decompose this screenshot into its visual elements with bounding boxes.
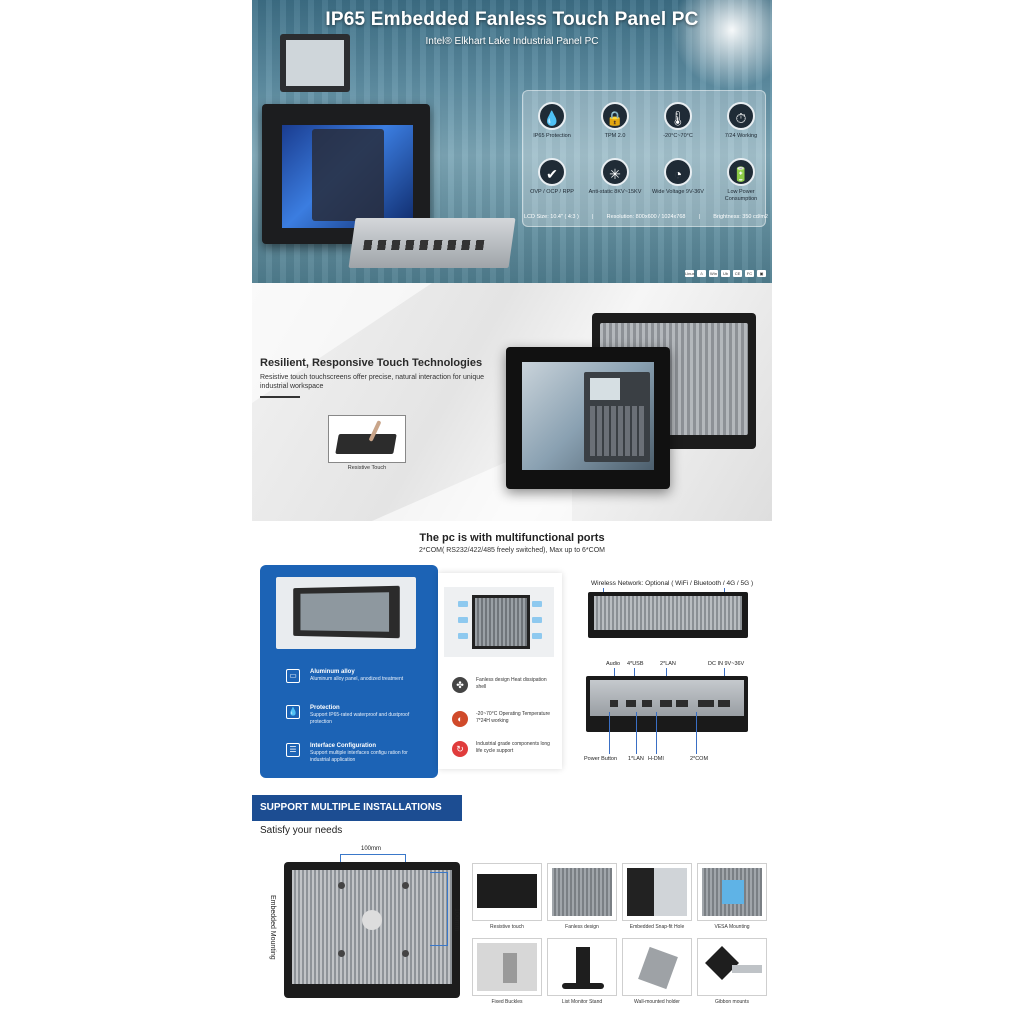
linux-logo: Linux: [685, 270, 695, 277]
thumb-gibbon-mount: [697, 938, 767, 996]
rohs-logo: ▣: [757, 270, 766, 277]
touch-description: Resistive touch touchscreens offer preci…: [260, 374, 484, 390]
device-top-view: [588, 592, 748, 638]
thumb-stand: [547, 938, 617, 996]
label-usb: 4*USB: [627, 661, 644, 667]
embedded-mounting-label: Embedded Mounting: [269, 895, 276, 960]
waterproof-icon: 💧: [286, 705, 300, 719]
heatsink-image: [444, 587, 554, 657]
temperature-icon: ◐: [452, 711, 468, 727]
shield-lock-icon: 🔒: [601, 102, 629, 130]
feature-temperature: 🌡 -20°C~70°C: [648, 102, 708, 140]
thumb-fixed-buckles: [472, 938, 542, 996]
install-subheader: Satisfy your needs: [260, 825, 343, 836]
blue-feature-card: ▭ Aluminum alloy Aluminum alloy panel, a…: [260, 565, 438, 778]
label-1lan: 1*LAN: [628, 756, 644, 762]
ce-logo: CE: [733, 270, 742, 277]
label-hdmi: H-DMI: [648, 756, 664, 762]
panel-front-cnc-image: [506, 347, 670, 489]
fcc-logo: FC: [745, 270, 754, 277]
resistive-touch-label: Resistive Touch: [347, 465, 387, 471]
divider: [260, 396, 300, 398]
resistive-touch-thumbnail: [328, 415, 406, 463]
thumb-vesa: [697, 863, 767, 921]
thumb-fanless: [547, 863, 617, 921]
hero-title: IP65 Embedded Fanless Touch Panel PC: [325, 9, 699, 30]
feature-wide-voltage: ◔ Wide Voltage 9V-36V: [648, 158, 708, 196]
cycle-icon: ↻: [452, 741, 468, 757]
certification-logos: Linux ⚠ Win Ub CE FC ▣: [685, 270, 766, 277]
feature-tpm: 🔒 TPM 2.0: [585, 102, 645, 140]
feature-operating-temp: ◐ -20~70°C Operating Temperature 7*24H w…: [452, 711, 556, 727]
wall-monitor-image: [280, 34, 350, 92]
label-lan: 2*LAN: [660, 661, 676, 667]
hero-subtitle: Intel® Elkhart Lake Industrial Panel PC: [425, 36, 599, 47]
windows-logo: Win: [709, 270, 718, 277]
label-power-button: Power Button: [584, 756, 618, 762]
feature-fanless: ✤ Fanless design Heat dissipation shell: [452, 677, 556, 693]
feature-24-7: ⏱ 7/24 Working: [711, 102, 771, 140]
gauge-icon: ◔: [664, 158, 692, 186]
feature-antistatic: ✳ Anti-static 8KV~15KV: [585, 158, 645, 196]
water-drop-icon: 💧: [538, 102, 566, 130]
ports-title: The pc is with multifunctional ports: [419, 532, 605, 544]
dimension-vertical: 100mm: [453, 908, 460, 932]
label-audio: Audio: [606, 661, 621, 667]
fanless-card: ✤ Fanless design Heat dissipation shell …: [438, 573, 562, 769]
thumb-snap-fit: [622, 863, 692, 921]
label-2com: 2*COM: [690, 756, 709, 762]
label-dc-in: DC IN 9V~36V: [708, 661, 745, 667]
hero-banner: IP65 Embedded Fanless Touch Panel PC Int…: [252, 0, 772, 283]
wireless-label: Wireless Network: Optional ( WiFi / Blue…: [591, 580, 754, 587]
fan-icon: ✤: [452, 677, 468, 693]
feature-aluminum: ▭ Aluminum alloy Aluminum alloy panel, a…: [286, 669, 426, 683]
thermometer-icon: 🌡: [664, 102, 692, 130]
install-header: SUPPORT MULTIPLE INSTALLATIONS: [252, 795, 462, 821]
ubuntu-logo: Ub: [721, 270, 730, 277]
feature-protection: 💧 Protection Support IP65-rated waterpro…: [286, 705, 426, 725]
touch-heading: Resilient, Responsive Touch Technologies: [260, 357, 483, 369]
spec-line: LCD Size: 10.4" ( 4:3 ) | Resolution: 80…: [524, 214, 768, 220]
feature-interface: ☰ Interface Configuration Support multip…: [286, 743, 426, 763]
sliders-icon: ☰: [286, 743, 300, 757]
shield-check-icon: ✔: [538, 158, 566, 186]
mounting-back-image: [284, 862, 460, 998]
feature-low-power: 🔋 Low Power Consumption: [711, 158, 771, 203]
ports-subtitle: 2*COM( RS232/422/485 freely switched), M…: [419, 547, 605, 554]
panel-angled-image: [276, 577, 416, 649]
ports-header: The pc is with multifunctional ports 2*C…: [252, 532, 772, 554]
battery-icon: 🔋: [727, 158, 755, 186]
panel-pc-io-image: [348, 218, 516, 268]
dimension-horizontal: 100mm: [361, 846, 382, 852]
device-io-view: [586, 676, 748, 732]
feature-ip65: 💧 IP65 Protection: [522, 102, 582, 140]
aluminum-icon: ▭: [286, 669, 300, 683]
warning-logo: ⚠: [697, 270, 706, 277]
feature-ovp: ✔ OVP / OCP / RPP: [522, 158, 582, 196]
touch-section: Resilient, Responsive Touch Technologies…: [252, 283, 772, 521]
thumb-wall-holder: [622, 938, 692, 996]
thumb-resistive-touch: [472, 863, 542, 921]
feature-lifecycle: ↻ Industrial grade components long life …: [452, 741, 556, 757]
clock-24-icon: ⏱: [727, 102, 755, 130]
windows-screen: [282, 125, 413, 228]
antistatic-icon: ✳: [601, 158, 629, 186]
